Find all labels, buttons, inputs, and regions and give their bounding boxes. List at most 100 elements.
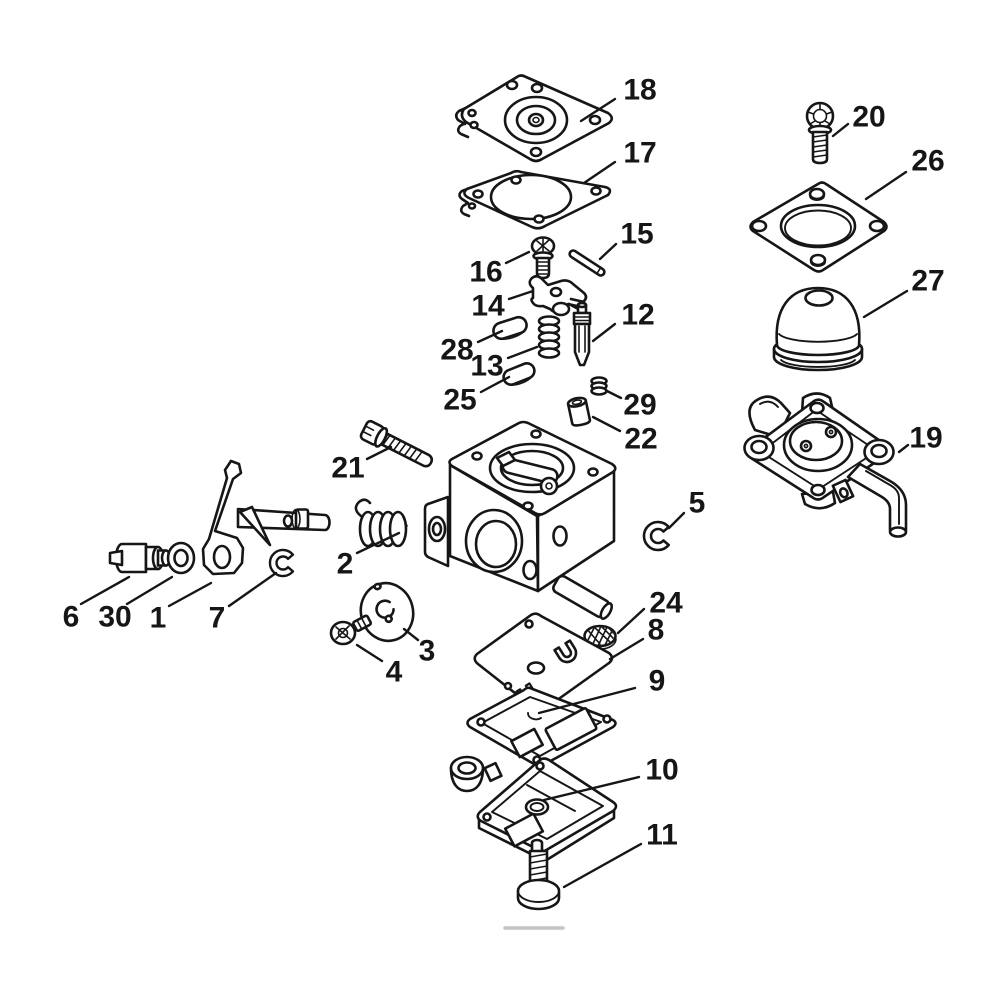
callout-leader-line bbox=[167, 581, 213, 608]
callout-leader-line bbox=[897, 443, 910, 454]
callout-leader-line bbox=[506, 345, 539, 360]
callout-11: 11 bbox=[562, 819, 678, 889]
part-number-label: 19 bbox=[909, 422, 942, 455]
callout-leader-line bbox=[537, 686, 637, 715]
callout-28: 28 bbox=[440, 329, 504, 367]
part-number-label: 18 bbox=[623, 74, 656, 107]
part-number-label: 28 bbox=[440, 334, 473, 367]
callout-20: 20 bbox=[831, 101, 886, 138]
callout-leader-line bbox=[562, 842, 643, 889]
callout-17: 17 bbox=[582, 137, 657, 185]
callout-leader-line bbox=[365, 445, 393, 461]
part-6-cap-drawing bbox=[108, 542, 175, 574]
callout-leader-line bbox=[355, 531, 401, 555]
callout-10: 10 bbox=[542, 754, 679, 802]
callout-leader-line bbox=[125, 575, 174, 606]
callout-24: 24 bbox=[616, 587, 683, 635]
part-18-diaphragm-drawing bbox=[454, 74, 614, 163]
callout-30: 30 bbox=[98, 575, 174, 634]
part-number-label: 15 bbox=[620, 218, 653, 251]
part-number-label: 27 bbox=[911, 265, 944, 298]
part-2-spring-drawing bbox=[354, 498, 408, 548]
part-19-pump-body-drawing bbox=[743, 392, 908, 538]
part-number-label: 22 bbox=[624, 423, 657, 456]
callout-1: 1 bbox=[150, 581, 213, 635]
callout-29: 29 bbox=[605, 389, 657, 422]
callout-leader-line bbox=[667, 511, 686, 530]
part-number-label: 17 bbox=[623, 137, 656, 170]
part-27-primer-bulb-drawing bbox=[772, 286, 864, 372]
callout-leader-line bbox=[579, 97, 617, 123]
callout-21: 21 bbox=[331, 445, 393, 485]
part-number-label: 21 bbox=[331, 452, 364, 485]
part-28-plug-drawing bbox=[492, 315, 528, 341]
part-number-label: 12 bbox=[621, 299, 654, 332]
callout-16: 16 bbox=[469, 250, 531, 289]
callout-9: 9 bbox=[537, 665, 666, 715]
part-number-label: 13 bbox=[470, 350, 503, 383]
part-17-gasket-drawing bbox=[458, 169, 612, 230]
part-number-label: 10 bbox=[645, 754, 678, 787]
callout-leader-line bbox=[582, 160, 617, 185]
part-number-label: 6 bbox=[63, 601, 80, 634]
part-30-washer-drawing bbox=[166, 541, 196, 575]
part-12-inlet-needle-drawing bbox=[572, 301, 592, 367]
callout-leader-line bbox=[616, 607, 646, 635]
part-13-spring-drawing bbox=[537, 315, 561, 359]
part-26-flange-drawing bbox=[749, 181, 888, 273]
part-number-label: 3 bbox=[419, 635, 436, 668]
callout-leader-line bbox=[355, 643, 384, 663]
part-number-label: 25 bbox=[443, 384, 476, 417]
callout-2: 2 bbox=[337, 531, 401, 581]
callout-27: 27 bbox=[862, 265, 945, 319]
callout-7: 7 bbox=[209, 571, 278, 635]
part-number-label: 14 bbox=[471, 290, 505, 323]
part-number-label: 9 bbox=[649, 665, 666, 698]
part-number-label: 5 bbox=[689, 487, 706, 520]
callout-leader-line bbox=[476, 329, 504, 344]
callout-leader-line bbox=[479, 375, 511, 394]
callout-15: 15 bbox=[598, 218, 654, 261]
part-22-sleeve-drawing bbox=[566, 396, 592, 427]
part-number-label: 24 bbox=[649, 587, 683, 620]
callout-14: 14 bbox=[471, 289, 535, 323]
callout-22: 22 bbox=[591, 415, 658, 456]
callout-leader-line bbox=[591, 415, 622, 433]
callout-25: 25 bbox=[443, 375, 511, 417]
part-29-spring-drawing bbox=[590, 376, 608, 396]
part-7-eclip-drawing bbox=[268, 548, 295, 578]
part-10-cover-drawing bbox=[449, 755, 618, 863]
part-3-throttle-plate-drawing bbox=[359, 581, 415, 643]
part-15-pin-drawing bbox=[568, 249, 606, 277]
callout-leader-line bbox=[608, 637, 645, 661]
part-14-lever-drawing bbox=[528, 274, 588, 317]
carburetor-body-drawing bbox=[423, 420, 617, 620]
callout-leader-line bbox=[864, 170, 908, 201]
callout-4: 4 bbox=[355, 643, 403, 689]
callout-leader-line bbox=[862, 289, 909, 319]
part-4-screw-drawing bbox=[329, 614, 373, 646]
callout-18: 18 bbox=[579, 74, 657, 123]
callout-8: 8 bbox=[608, 614, 665, 661]
part-number-label: 30 bbox=[98, 601, 131, 634]
part-number-label: 8 bbox=[648, 614, 665, 647]
part-number-label: 26 bbox=[911, 145, 944, 178]
callout-5: 5 bbox=[667, 487, 706, 530]
part-21-screw-drawing bbox=[359, 419, 434, 468]
part-number-label: 11 bbox=[646, 819, 678, 852]
part-number-label: 29 bbox=[623, 389, 656, 422]
callout-leader-line bbox=[402, 627, 420, 642]
callout-leader-line bbox=[591, 322, 617, 343]
callout-3: 3 bbox=[402, 627, 436, 668]
part-number-label: 16 bbox=[469, 256, 502, 289]
callout-leader-line bbox=[79, 575, 131, 606]
callout-leader-line bbox=[507, 289, 535, 301]
callout-6: 6 bbox=[63, 575, 131, 634]
callout-26: 26 bbox=[864, 145, 945, 201]
part-number-label: 1 bbox=[150, 602, 167, 635]
part-5-eclip-drawing bbox=[642, 520, 670, 552]
part-number-label: 4 bbox=[386, 656, 403, 689]
callout-19: 19 bbox=[897, 422, 943, 455]
callout-13: 13 bbox=[470, 345, 539, 383]
